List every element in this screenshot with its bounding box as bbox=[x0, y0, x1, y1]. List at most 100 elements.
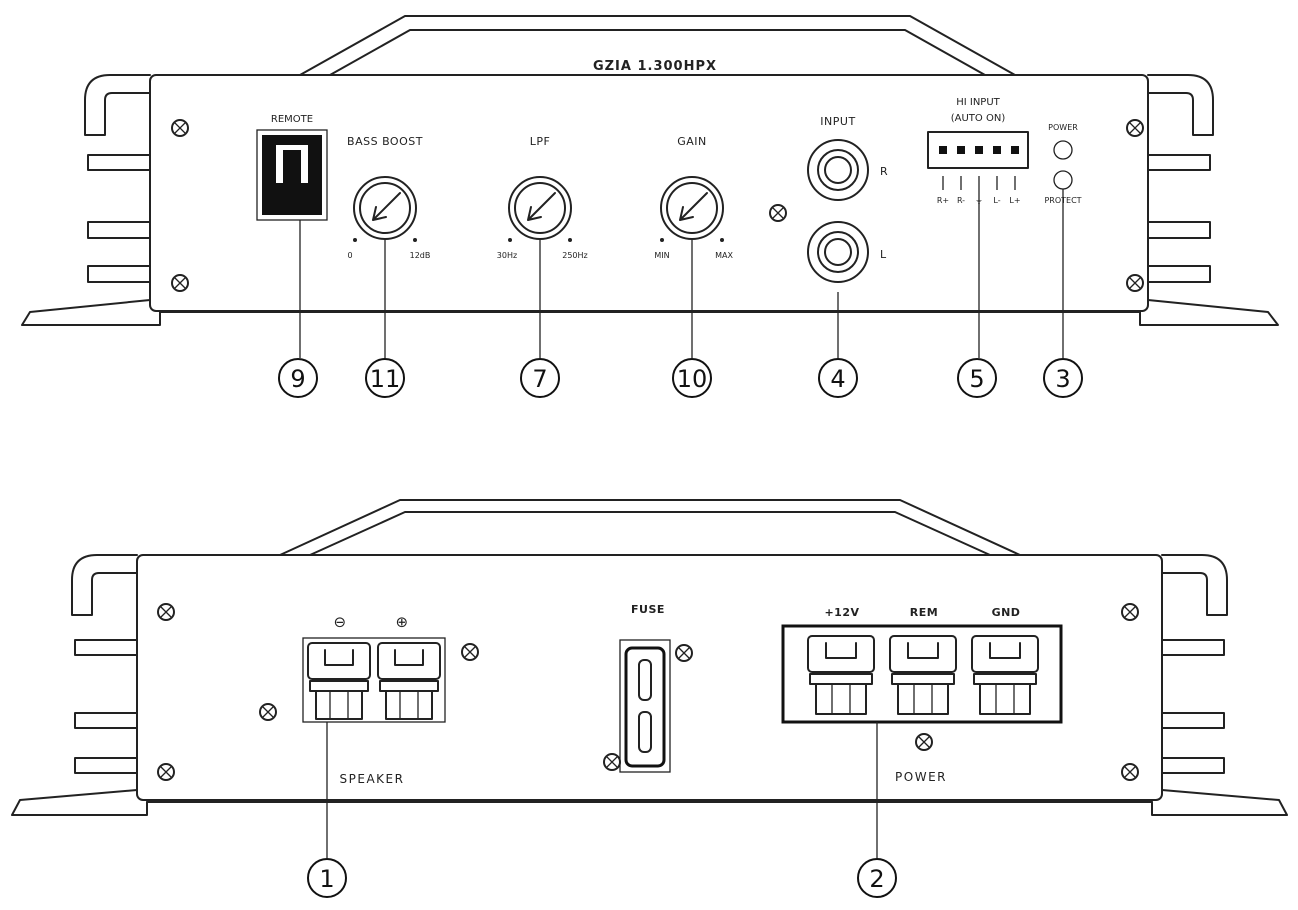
callout-2: 2 bbox=[857, 858, 897, 898]
rca-input-right[interactable] bbox=[807, 139, 869, 201]
callout-7: 7 bbox=[520, 358, 560, 398]
rear-left-fin bbox=[74, 757, 138, 774]
lpf-label: LPF bbox=[530, 135, 551, 148]
hi-input-pin-label: L- bbox=[993, 196, 1000, 205]
screw-icon bbox=[769, 204, 787, 222]
front-right-fin bbox=[1147, 221, 1211, 239]
rear-right-fin bbox=[1161, 757, 1225, 774]
speaker-terminal-block bbox=[302, 637, 446, 723]
rear-right-fin bbox=[1161, 639, 1225, 656]
callout-3: 3 bbox=[1043, 358, 1083, 398]
svg-text:7: 7 bbox=[532, 365, 547, 393]
speaker-plus-icon: ⊕ bbox=[395, 613, 408, 631]
svg-text:1: 1 bbox=[319, 865, 334, 893]
power-led-icon bbox=[1053, 140, 1073, 160]
hi-input-pin-label: R+ bbox=[937, 196, 949, 205]
power-terminal-block bbox=[781, 624, 1063, 724]
gain-label: GAIN bbox=[677, 135, 707, 148]
plus12v-terminal[interactable] bbox=[807, 635, 875, 715]
front-left-fin bbox=[87, 221, 151, 239]
gain-min-dot bbox=[660, 238, 664, 242]
speaker-plus-terminal[interactable] bbox=[377, 642, 441, 720]
bass-boost-min-dot bbox=[353, 238, 357, 242]
power-terminal-label: GND bbox=[992, 606, 1021, 619]
gain-min-label: MIN bbox=[654, 251, 669, 260]
rear-right-hook bbox=[1161, 554, 1228, 616]
rca-input-left[interactable] bbox=[807, 221, 869, 283]
front-left-fin bbox=[87, 265, 151, 283]
speaker-label: SPEAKER bbox=[340, 772, 405, 786]
speaker-minus-icon: ⊖ bbox=[333, 613, 346, 631]
screw-icon bbox=[1121, 603, 1139, 621]
screw-icon bbox=[157, 603, 175, 621]
bass-boost-max-dot bbox=[413, 238, 417, 242]
screw-icon bbox=[1126, 274, 1144, 292]
rear-panel: ⊖ ⊕ SPEAKER FUSE +12V REM GND bbox=[11, 499, 1288, 898]
power-terminal-label: +12V bbox=[824, 606, 859, 619]
gain-max-dot bbox=[720, 238, 724, 242]
power-led-label: POWER bbox=[1048, 123, 1078, 132]
svg-text:11: 11 bbox=[370, 365, 401, 393]
callout-1: 1 bbox=[307, 858, 347, 898]
gain-max-label: MAX bbox=[715, 251, 733, 260]
svg-text:2: 2 bbox=[869, 865, 884, 893]
gnd-terminal[interactable] bbox=[971, 635, 1039, 715]
input-left-label: L bbox=[880, 248, 887, 261]
gain-knob[interactable] bbox=[660, 176, 724, 240]
svg-text:10: 10 bbox=[677, 365, 708, 393]
front-left-flange bbox=[21, 299, 161, 326]
model-label: GZIA 1.300HPX bbox=[593, 59, 717, 74]
hi-input-pin-label: L+ bbox=[1009, 196, 1020, 205]
front-right-fin bbox=[1147, 265, 1211, 283]
svg-text:9: 9 bbox=[290, 365, 305, 393]
lpf-knob[interactable] bbox=[508, 176, 572, 240]
rear-left-hook bbox=[71, 554, 138, 616]
front-right-hook bbox=[1147, 74, 1214, 136]
bass-boost-max-label: 12dB bbox=[410, 251, 431, 260]
remote-label: REMOTE bbox=[271, 114, 313, 125]
hi-input-connector[interactable] bbox=[927, 131, 1029, 190]
fuse-label: FUSE bbox=[631, 603, 665, 616]
screw-icon bbox=[675, 644, 693, 662]
hi-input-label: HI INPUT bbox=[956, 97, 1000, 108]
rear-left-fin bbox=[74, 639, 138, 656]
front-top-heatsink-inner bbox=[329, 29, 986, 76]
hi-input-sublabel: (AUTO ON) bbox=[951, 113, 1006, 124]
fuse-holder[interactable] bbox=[619, 639, 671, 773]
power-label: POWER bbox=[895, 770, 947, 784]
front-left-fin bbox=[87, 154, 151, 171]
rear-faceplate bbox=[136, 554, 1163, 801]
callout-5: 5 bbox=[957, 358, 997, 398]
front-panel: GZIA 1.300HPX REMOTE BASS BOOST 0 12dB L… bbox=[21, 15, 1279, 398]
rem-terminal[interactable] bbox=[889, 635, 957, 715]
svg-text:4: 4 bbox=[830, 365, 845, 393]
screw-icon bbox=[1121, 763, 1139, 781]
svg-text:5: 5 bbox=[969, 365, 984, 393]
front-right-flange bbox=[1139, 299, 1279, 326]
front-right-fin bbox=[1147, 154, 1211, 171]
rear-left-flange bbox=[11, 789, 148, 816]
lpf-max-dot bbox=[568, 238, 572, 242]
screw-icon bbox=[171, 274, 189, 292]
lpf-min-label: 30Hz bbox=[497, 251, 517, 260]
screw-icon bbox=[171, 119, 189, 137]
screw-icon bbox=[157, 763, 175, 781]
svg-text:3: 3 bbox=[1055, 365, 1070, 393]
speaker-minus-terminal[interactable] bbox=[307, 642, 371, 720]
bass-boost-knob[interactable] bbox=[353, 176, 417, 240]
input-right-label: R bbox=[880, 165, 888, 178]
rear-top-heatsink-inner bbox=[309, 511, 991, 556]
rear-left-fin bbox=[74, 712, 138, 729]
lpf-min-dot bbox=[508, 238, 512, 242]
screw-icon bbox=[259, 703, 277, 721]
hi-input-pin-label: R- bbox=[957, 196, 965, 205]
screw-icon bbox=[1126, 119, 1144, 137]
lpf-max-label: 250Hz bbox=[562, 251, 587, 260]
remote-port-icon[interactable] bbox=[256, 129, 328, 221]
screw-icon bbox=[461, 643, 479, 661]
front-left-hook bbox=[84, 74, 151, 136]
input-label: INPUT bbox=[820, 115, 855, 128]
power-terminal-label: REM bbox=[910, 606, 938, 619]
rear-right-fin bbox=[1161, 712, 1225, 729]
